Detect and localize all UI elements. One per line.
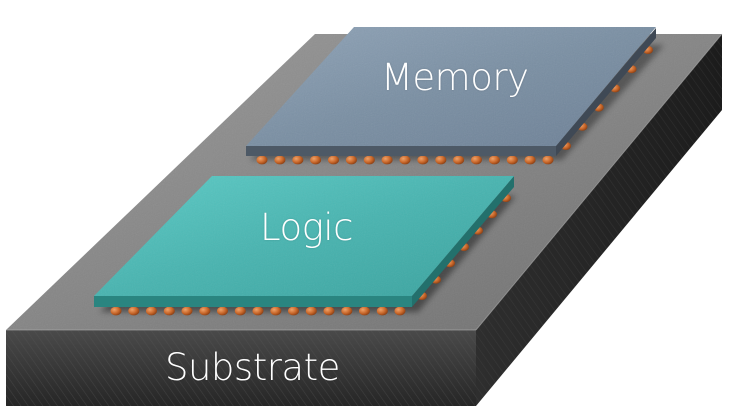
logic-die-edge	[94, 296, 412, 307]
solder-bump	[310, 155, 322, 165]
solder-bump	[359, 306, 370, 316]
solder-bump	[363, 155, 375, 165]
solder-bump	[394, 306, 406, 316]
solder-bump	[542, 155, 554, 165]
solder-bump	[399, 155, 411, 165]
substrate-label: Substrate	[165, 346, 340, 389]
solder-bump	[305, 306, 317, 316]
memory-die-edge	[246, 146, 556, 156]
solder-bump	[381, 155, 393, 165]
solder-bump	[341, 306, 353, 316]
solder-bump	[488, 155, 500, 165]
solder-bump	[453, 155, 465, 165]
memory-solder-bumps	[256, 46, 653, 165]
logic-die	[94, 176, 516, 316]
solder-bump	[110, 306, 122, 316]
solder-bump	[256, 155, 268, 165]
logic-label: Logic	[260, 206, 353, 249]
solder-bump	[471, 155, 482, 165]
solder-bump	[292, 155, 304, 165]
solder-bump	[288, 306, 299, 316]
solder-bump	[323, 306, 335, 316]
solder-bump	[435, 155, 447, 165]
solder-bump	[328, 155, 339, 165]
solder-bump	[146, 306, 157, 316]
solder-bump	[417, 155, 429, 165]
memory-label: Memory	[381, 56, 529, 99]
solder-bump	[181, 306, 193, 316]
solder-bump	[217, 306, 228, 316]
solder-bump	[252, 306, 264, 316]
solder-bump	[524, 155, 536, 165]
solder-bump	[270, 306, 282, 316]
solder-bump	[274, 155, 286, 165]
solder-bump	[376, 306, 388, 316]
memory-die	[246, 27, 664, 165]
solder-bump	[199, 306, 211, 316]
solder-bump	[234, 306, 246, 316]
solder-bump	[506, 155, 518, 165]
solder-bump	[345, 155, 357, 165]
solder-bump	[163, 306, 175, 316]
solder-bump	[128, 306, 140, 316]
